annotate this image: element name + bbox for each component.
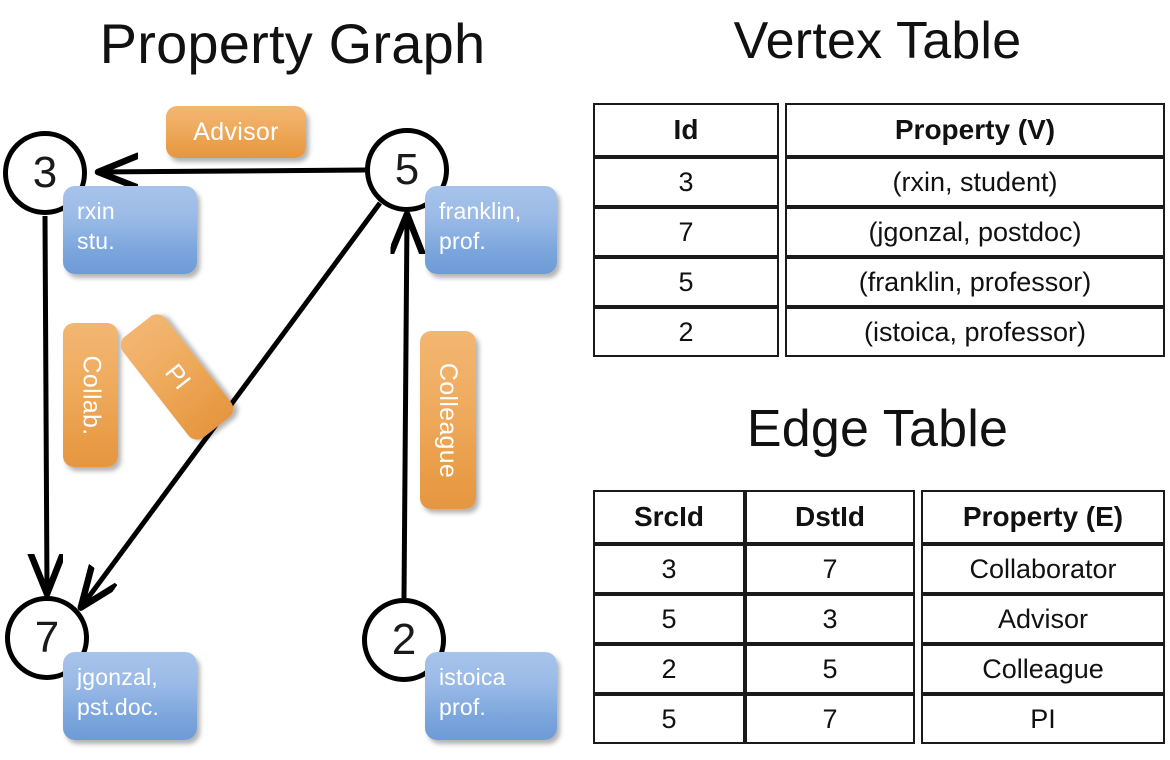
edge-table-row[interactable]: 5 7 PI: [593, 694, 1165, 744]
edge-table-cell-srcid: 2: [593, 644, 745, 694]
edge-table-column-gap: [915, 694, 921, 744]
vertex-table-header-property: Property (V): [785, 103, 1165, 157]
graph-node-2[interactable]: 2: [362, 598, 446, 682]
vertex-property-3-line2: stu.: [77, 228, 115, 254]
edge-table-cell-dstid: 5: [745, 644, 915, 694]
vertex-table-column-gap: [779, 257, 785, 307]
edge-table-column-gap: [915, 544, 921, 594]
vertex-table-cell-property: (rxin, student): [785, 157, 1165, 207]
graph-node-5[interactable]: 5: [365, 128, 449, 212]
edge-table-row[interactable]: 2 5 Colleague: [593, 644, 1165, 694]
edge-table-cell-property: Advisor: [921, 594, 1165, 644]
vertex-property-3-line1: rxin: [77, 198, 115, 224]
graph-edge-5-to-3: [100, 170, 367, 172]
edge-table-cell-property: PI: [921, 694, 1165, 744]
vertex-table-row[interactable]: 5 (franklin, professor): [593, 257, 1165, 307]
edge-table-cell-srcid: 5: [593, 694, 745, 744]
graph-edge-3-to-7: [45, 215, 47, 592]
edge-label-advisor-text: Advisor: [193, 117, 279, 146]
edge-table-cell-dstid: 7: [745, 694, 915, 744]
vertex-table-cell-property: (istoica, professor): [785, 307, 1165, 357]
edge-table-cell-property: Collaborator: [921, 544, 1165, 594]
vertex-table-cell-id: 5: [593, 257, 779, 307]
edge-table-column-gap: [915, 594, 921, 644]
vertex-table-cell-property: (jgonzal, postdoc): [785, 207, 1165, 257]
edge-table: SrcId DstId Property (E) 3 7 Collaborato…: [593, 490, 1165, 744]
vertex-property-7-line1: jgonzal,: [77, 664, 158, 690]
edge-table-column-gap: [915, 490, 921, 544]
vertex-table-cell-id: 2: [593, 307, 779, 357]
vertex-property-2-line2: prof.: [439, 694, 487, 720]
edge-table-row[interactable]: 5 3 Advisor: [593, 594, 1165, 644]
vertex-table-cell-id: 3: [593, 157, 779, 207]
page-title-edge-table: Edge Table: [746, 400, 1009, 458]
vertex-table-header-id: Id: [593, 103, 779, 157]
edge-label-collab-text: Collab.: [77, 355, 106, 435]
vertex-table-cell-id: 7: [593, 207, 779, 257]
vertex-property-box-3: rxin stu.: [63, 186, 197, 274]
edge-table-cell-srcid: 5: [593, 594, 745, 644]
graph-edge-2-to-5: [404, 216, 407, 599]
edge-label-pi-text: PI: [158, 358, 196, 395]
vertex-table: Id Property (V) 3 (rxin, student) 7 (jgo…: [593, 103, 1165, 357]
edge-label-colleague: Colleague: [420, 331, 476, 509]
page-title-vertex-table: Vertex Table: [733, 12, 1022, 70]
vertex-property-box-2: istoica prof.: [425, 652, 557, 740]
edge-table-column-gap: [915, 644, 921, 694]
edge-table-cell-property: Colleague: [921, 644, 1165, 694]
edge-table-header-property: Property (E): [921, 490, 1165, 544]
property-graph-diagram: Advisor Collab. PI Colleague 3 5 7 2 rxi…: [3, 106, 557, 740]
edge-table-header-row: SrcId DstId Property (E): [593, 490, 1165, 544]
edge-label-collab: Collab.: [63, 323, 118, 467]
edge-table-cell-dstid: 7: [745, 544, 915, 594]
vertex-table-column-gap: [779, 157, 785, 207]
vertex-property-box-7: jgonzal, pst.doc.: [63, 652, 197, 740]
edge-table-header-srcid: SrcId: [593, 490, 745, 544]
edge-table-cell-srcid: 3: [593, 544, 745, 594]
vertex-property-5-line1: franklin,: [439, 198, 522, 224]
vertex-table-column-gap: [779, 307, 785, 357]
edge-label-advisor: Advisor: [166, 106, 306, 158]
vertex-property-2-line1: istoica: [439, 664, 506, 690]
vertex-property-7-line2: pst.doc.: [77, 694, 160, 720]
vertex-property-box-5: franklin, prof.: [425, 186, 557, 274]
page-title-property-graph: Property Graph: [99, 12, 486, 75]
vertex-table-row[interactable]: 7 (jgonzal, postdoc): [593, 207, 1165, 257]
edge-table-row[interactable]: 3 7 Collaborator: [593, 544, 1165, 594]
edge-label-colleague-text: Colleague: [434, 362, 463, 478]
vertex-table-cell-property: (franklin, professor): [785, 257, 1165, 307]
vertex-table-column-gap: [779, 103, 785, 157]
edge-table-cell-dstid: 3: [745, 594, 915, 644]
edge-table-header-dstid: DstId: [745, 490, 915, 544]
vertex-table-column-gap: [779, 207, 785, 257]
vertex-table-header-row: Id Property (V): [593, 103, 1165, 157]
vertex-table-row[interactable]: 2 (istoica, professor): [593, 307, 1165, 357]
vertex-property-5-line2: prof.: [439, 228, 487, 254]
vertex-table-row[interactable]: 3 (rxin, student): [593, 157, 1165, 207]
